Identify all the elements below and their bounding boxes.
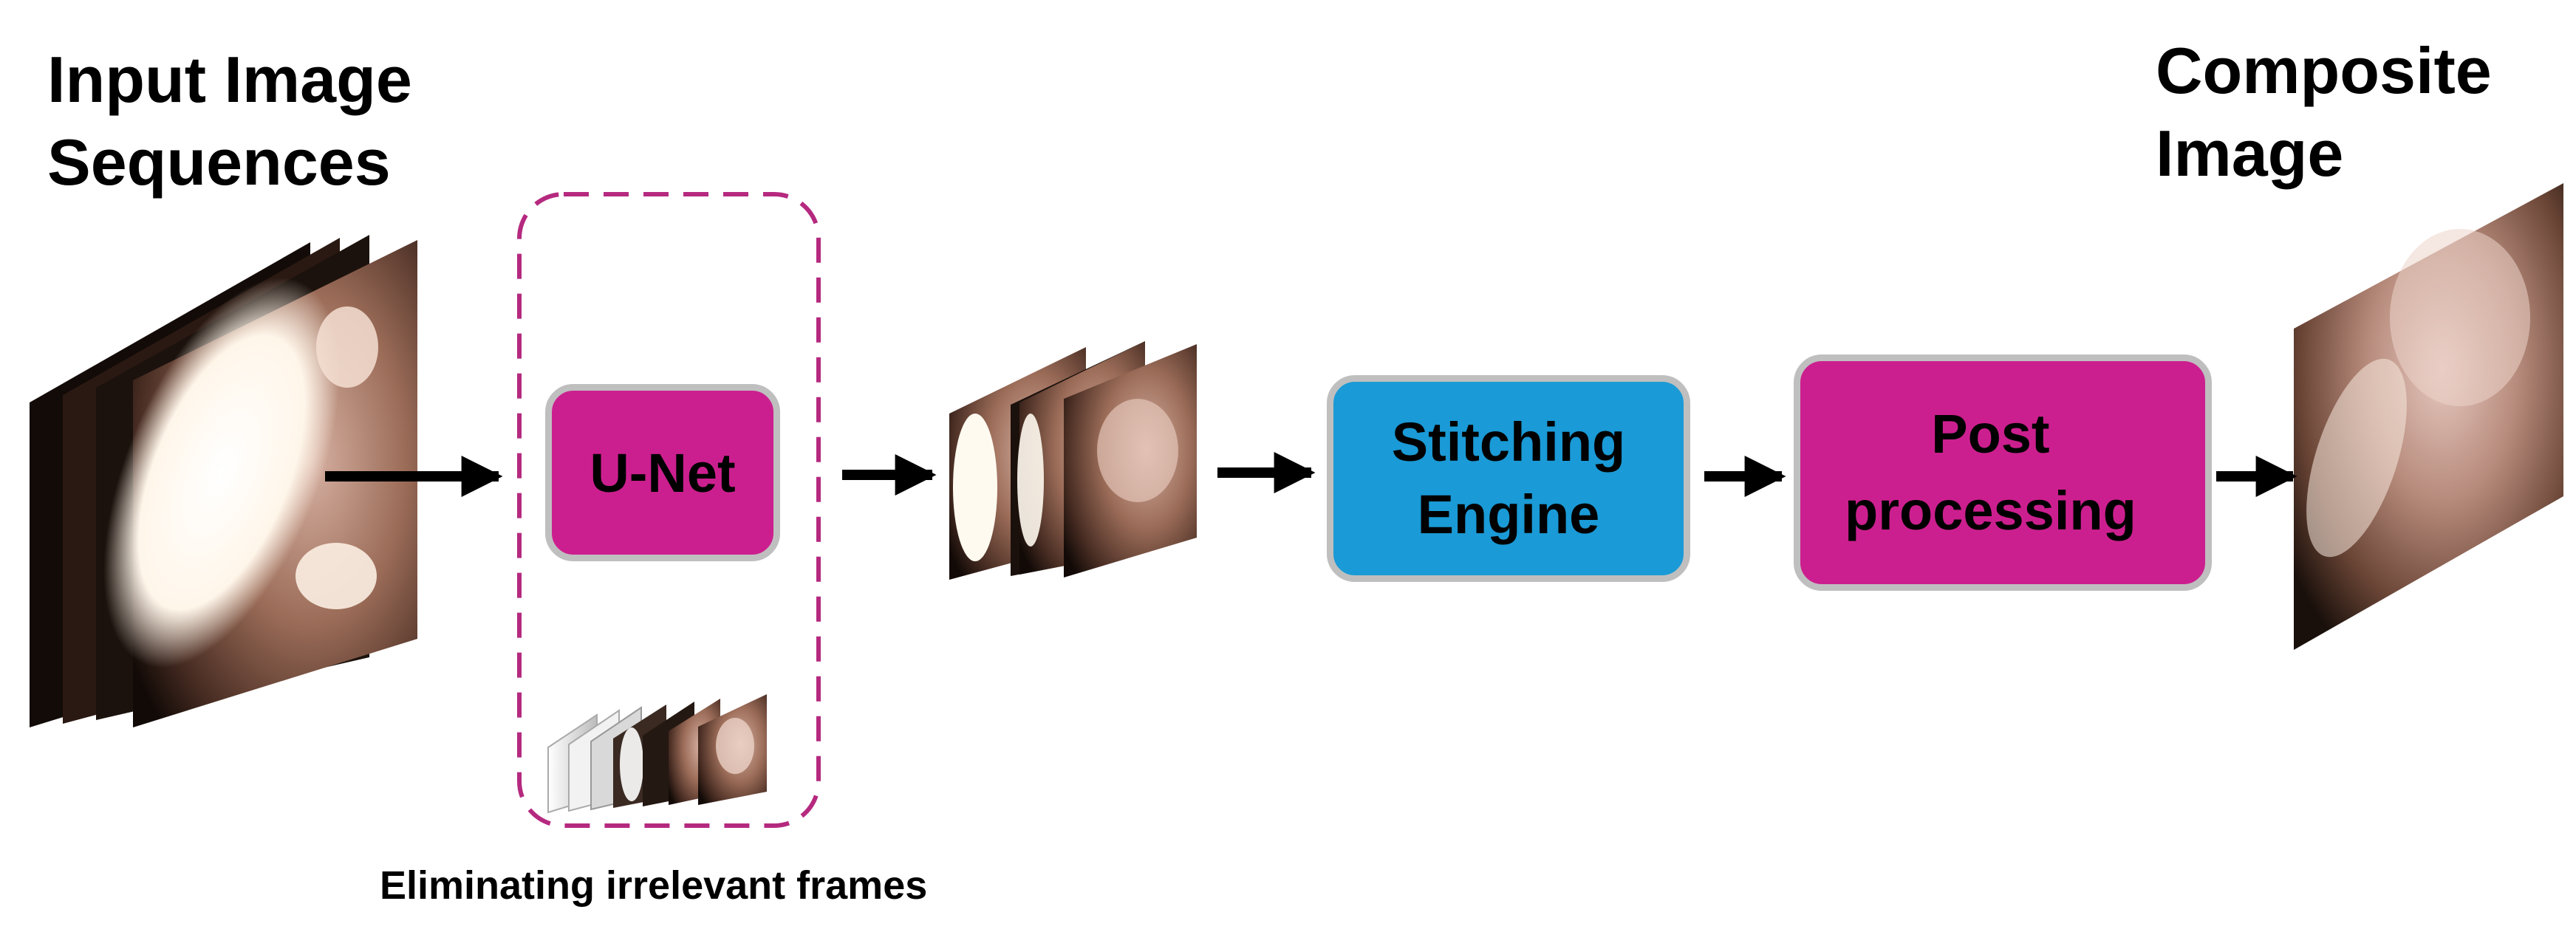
filter-region	[517, 192, 821, 828]
composite-heading: Composite Image	[2156, 30, 2492, 195]
unet-label: U-Net	[590, 442, 736, 504]
post-processing-box: Post processing	[1794, 354, 2212, 591]
stitching-engine-box: Stitching Engine	[1327, 375, 1690, 582]
unet-box: U-Net	[545, 384, 780, 561]
discarded-frames-icon	[547, 694, 767, 814]
filtered-stack-icon	[949, 341, 1197, 580]
composite-heading-line2: Image	[2156, 117, 2344, 190]
post-label-line1: Post	[1931, 403, 2050, 465]
filter-caption: Eliminating irrelevant frames	[380, 863, 928, 908]
stitching-label-line1: Stitching	[1391, 411, 1626, 473]
input-stack-icon	[30, 235, 417, 727]
composite-image-icon	[2294, 183, 2563, 650]
input-heading-line1: Input Image	[47, 43, 412, 116]
input-heading: Input Image Sequences	[47, 38, 412, 204]
flow-arrows	[325, 452, 2297, 497]
input-heading-line2: Sequences	[47, 126, 391, 199]
stitching-label-line2: Engine	[1417, 484, 1600, 545]
composite-heading-line1: Composite	[2156, 34, 2492, 107]
post-label-line2: processing	[1845, 480, 2136, 541]
